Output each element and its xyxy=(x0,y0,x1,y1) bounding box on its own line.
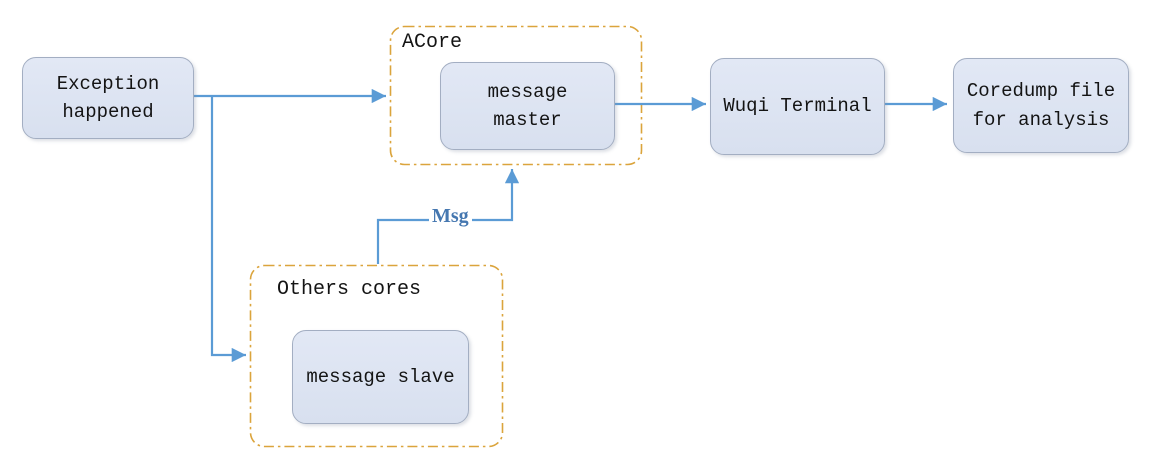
node-message-slave: message slave xyxy=(292,330,469,424)
node-coredump-file: Coredump file for analysis xyxy=(953,58,1129,153)
node-wuqi-terminal: Wuqi Terminal xyxy=(710,58,885,155)
others-cores-container-border xyxy=(249,264,504,448)
acore-container-label: ACore xyxy=(402,31,463,54)
node-exception-happened: Exception happened xyxy=(22,57,194,139)
node-message-master: message master xyxy=(440,62,615,150)
msg-edge-label: Msg xyxy=(429,205,472,228)
arrow-exception-to-others-cores xyxy=(210,96,246,363)
others-cores-container-label: Others cores xyxy=(277,278,422,301)
acore-container-border xyxy=(389,25,643,166)
